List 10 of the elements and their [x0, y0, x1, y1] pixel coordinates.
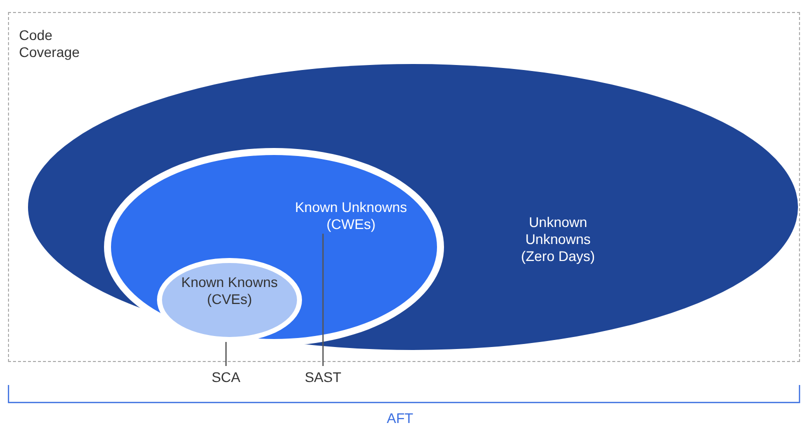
node-label: Unknown Unknowns (Zero Days): [520, 214, 596, 265]
dashed-frame: [8, 12, 800, 362]
leader-line: [322, 234, 324, 366]
node-label: Code Coverage: [19, 27, 81, 61]
leader-line: [225, 342, 227, 366]
leader-label: SAST: [304, 369, 342, 386]
node-label: Known Unknowns (CWEs): [294, 199, 408, 233]
leader-label: SCA: [210, 369, 242, 386]
node-label: Known Knowns (CVEs): [180, 274, 279, 308]
bracket-label: AFT: [386, 410, 414, 427]
